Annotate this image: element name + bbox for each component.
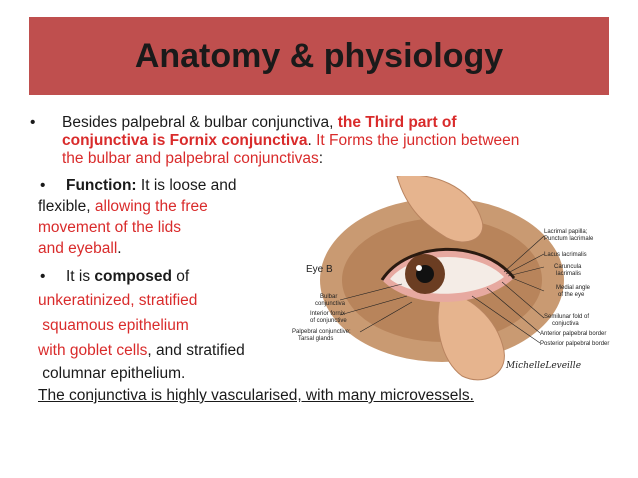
bullet3-line1: It is composed of — [66, 268, 189, 286]
bullet1-line3: the bulbar and palpebral conjunctivas: — [62, 150, 323, 168]
label-semilunar: conjuctiva — [552, 321, 579, 327]
bullet2-line3: movement of the lids — [38, 219, 182, 236]
text-run-red: and eyeball — [38, 240, 118, 257]
text-run-red: conjunctiva is Fornix conjunctiva — [62, 132, 308, 149]
label-palpebral: Tarsal glands — [298, 336, 333, 342]
bullet-marker: • — [30, 114, 36, 131]
text-run: It is — [66, 268, 95, 285]
label-posterior: Posterior palpebral border — [540, 341, 609, 347]
bullet-marker: • — [40, 268, 46, 285]
upper-finger — [396, 176, 484, 243]
leader-line — [501, 281, 545, 319]
text-run-bold: composed — [94, 268, 172, 285]
text-run-red: the Third part of — [337, 114, 457, 131]
text-run: : — [318, 150, 324, 167]
slide-title: Anatomy & physiology — [134, 36, 504, 75]
text-run: flexible, — [38, 198, 95, 215]
illustrator-signature: MichelleLeveille — [505, 361, 581, 371]
leader-line — [503, 235, 545, 273]
leader-line — [359, 301, 413, 333]
leader-line — [471, 295, 541, 344]
title-banner: Anatomy & physiology — [29, 17, 609, 95]
leader-line — [486, 287, 541, 334]
label-bulbar: Bulbar — [320, 294, 337, 300]
bullet3-line3: squamous epithelium — [38, 317, 189, 334]
eye-label: Eye B — [306, 264, 333, 275]
bullet1-line1: Besides palpebral & bulbar conjunctiva, … — [62, 114, 457, 132]
text-run-red: allowing the free — [94, 198, 208, 215]
bullet3-line5: columnar epithelium. — [38, 365, 186, 382]
text-run: of — [171, 268, 190, 285]
label-caruncula: lacrimalis — [556, 271, 581, 277]
bullet2-line4: and eyeball. — [38, 240, 122, 258]
text-run: , and stratified — [147, 342, 245, 359]
text-run: It is loose and — [136, 177, 237, 194]
text-run: . — [307, 132, 317, 149]
leader-line — [511, 277, 545, 292]
label-palpebral: Palpebral conjunctive; — [292, 329, 351, 335]
label-medial: Medial angle — [556, 285, 591, 291]
eye-highlight — [416, 265, 422, 271]
leader-line — [505, 253, 545, 275]
leader-line — [339, 295, 408, 316]
footer-line: The conjunctiva is highly vascularised, … — [38, 387, 474, 404]
text-run-red: It Forms the junction between — [316, 132, 520, 149]
label-inferior: Interior fornix — [310, 311, 345, 317]
text-run-bold: Function: — [66, 177, 137, 194]
label-inferior: of conjunctive — [310, 318, 347, 324]
label-anterior: Anterior palpebral border — [540, 331, 606, 337]
bullet2-line1: Function: It is loose and — [66, 177, 237, 195]
leader-lines — [339, 235, 545, 344]
label-lacus: Lacus lacrimalis — [544, 252, 587, 258]
eye-anatomy-figure: Eye B Lacrimal papilla; Punctum lacrimal… — [292, 176, 609, 381]
leader-line — [339, 283, 403, 301]
upper-lid-lashes — [380, 247, 516, 281]
label-lacrimal-papilla: Lacrimal papilla; — [544, 229, 588, 235]
lower-finger — [437, 290, 505, 381]
label-medial: of the eye — [558, 292, 585, 298]
label-semilunar: Semilunar fold of — [544, 314, 589, 320]
leader-line — [507, 266, 545, 277]
bullet1-line2: conjunctiva is Fornix conjunctiva. It Fo… — [62, 132, 519, 150]
label-bulbar: conjunctiva — [315, 301, 346, 307]
text-run: Besides palpebral & bulbar conjunctiva, — [62, 114, 338, 131]
text-run-red: with goblet cells — [38, 342, 148, 359]
bullet3-line4: with goblet cells, and stratified — [38, 342, 245, 360]
text-run: . — [117, 240, 122, 257]
text-run-red: the bulbar and palpebral conjunctivas — [62, 150, 319, 167]
bullet-marker: • — [40, 177, 46, 194]
bullet3-line2: unkeratinized, stratified — [38, 292, 198, 309]
bullet2-line2: flexible, allowing the free — [38, 198, 208, 216]
label-punctum: Punctum lacrimale — [544, 236, 594, 242]
label-caruncula: Caruncula — [554, 264, 582, 270]
